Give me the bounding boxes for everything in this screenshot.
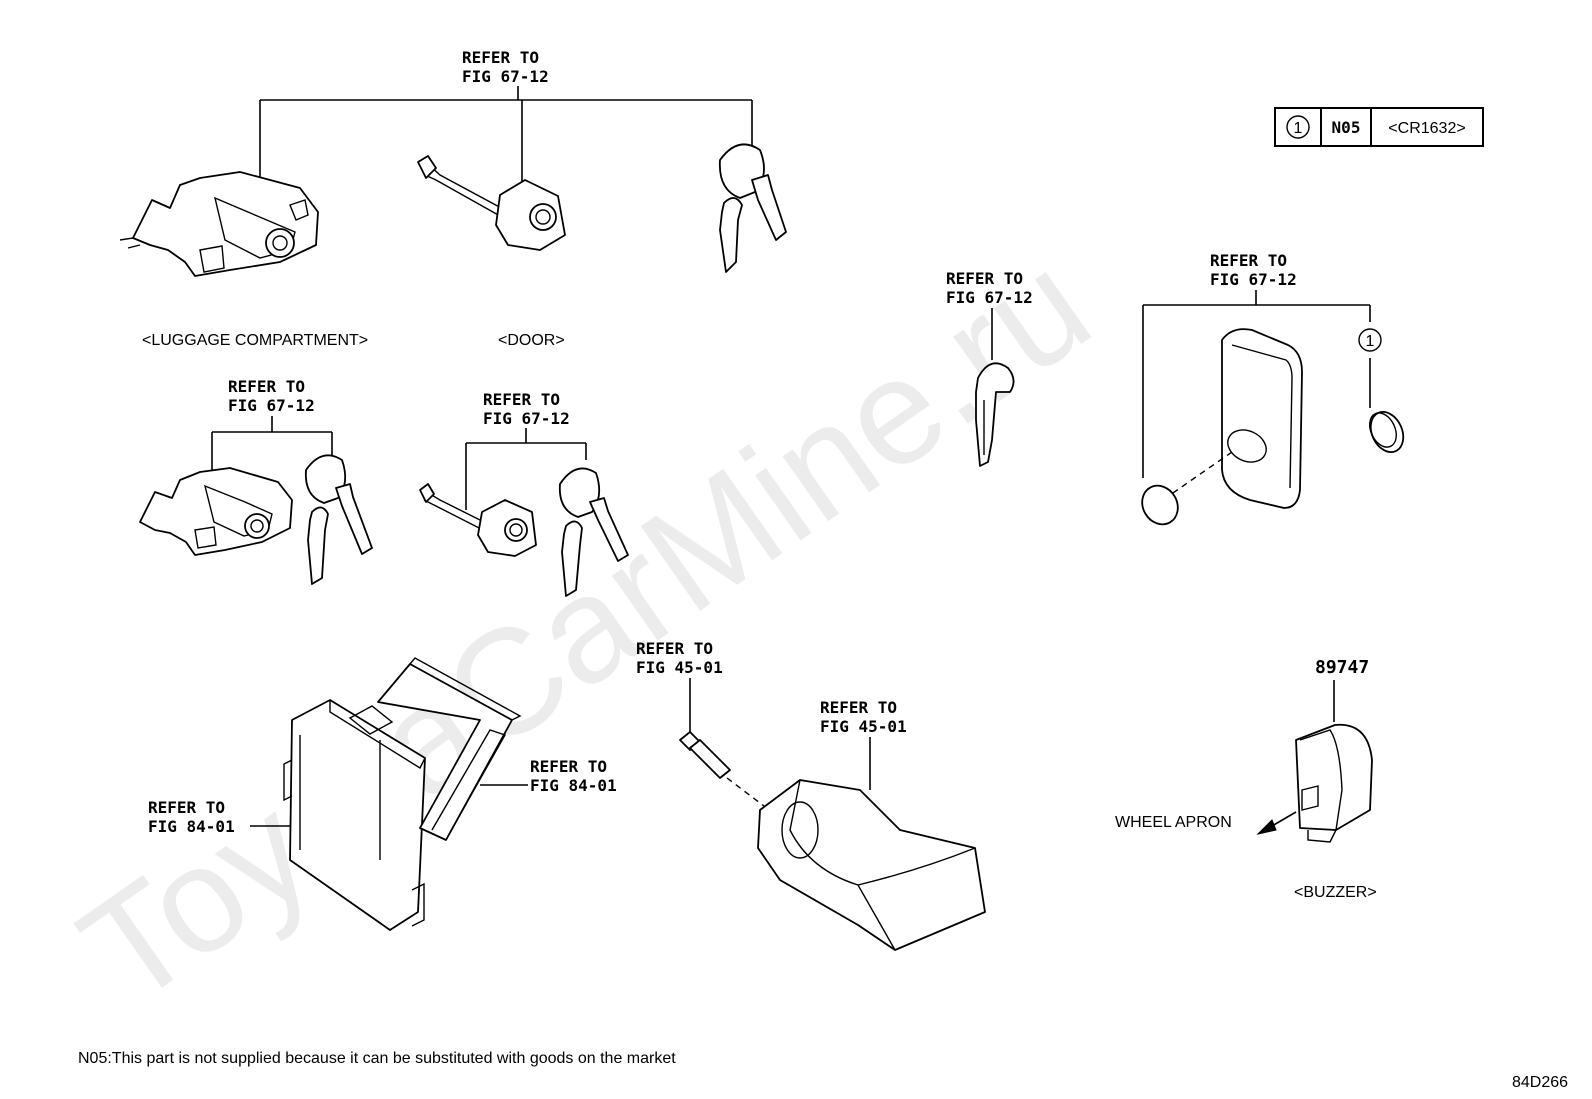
door-lock-cylinder-icon: [419, 483, 537, 557]
battery-cr1632-icon: [1369, 411, 1405, 453]
mechanical-key-icon: [975, 362, 1015, 467]
refer-label-steering: REFER TO: [820, 698, 897, 717]
battery-dashed-line: [1169, 451, 1233, 496]
refer-label-top: REFER TO: [462, 48, 539, 67]
door-caption: <DOOR>: [498, 332, 565, 349]
fig-label-luggage: FIG 67-12: [228, 396, 315, 415]
leader-luggage: [211, 416, 333, 475]
leader-top: [259, 86, 753, 185]
key-ref-circle: [1358, 328, 1382, 352]
ecu-connector-board-icon: [377, 657, 522, 841]
luggage-lock-cylinder-icon: [119, 171, 319, 277]
fig-label-ecu: FIG 84-01: [148, 817, 235, 836]
smart-key-fob-icon: [1221, 328, 1303, 509]
refer-label-luggage: REFER TO: [228, 377, 305, 396]
fig-label-top: FIG 67-12: [462, 67, 549, 86]
fig-label-smartkey: FIG 67-12: [1210, 270, 1297, 289]
refer-label-bolt: REFER TO: [636, 639, 713, 658]
fig-label-ecu2: FIG 84-01: [530, 776, 617, 795]
battery-cover-icon: [1141, 484, 1179, 526]
leader-door: [465, 428, 587, 510]
wheel-apron-arrow-icon: [1256, 811, 1297, 835]
luggage-lock-cylinder-icon: [139, 467, 293, 556]
illustration-code: 84D266: [1512, 1074, 1568, 1091]
buzzer-caption: <BUZZER>: [1294, 884, 1377, 901]
key-pair-icon: [718, 143, 787, 273]
door-lock-cylinder-icon: [417, 155, 566, 251]
buzzer-part-number: 89747: [1315, 657, 1369, 678]
legend-part: <CR1632>: [1388, 120, 1465, 137]
refer-label-ecu: REFER TO: [148, 798, 225, 817]
fig-label-steering: FIG 45-01: [820, 717, 907, 736]
leader-smartkey: [1142, 290, 1371, 478]
legend-ref-number: 1: [1294, 120, 1303, 137]
refer-label-key: REFER TO: [946, 269, 1023, 288]
refer-label-door: REFER TO: [483, 390, 560, 409]
refer-label-ecu2: REFER TO: [530, 757, 607, 776]
legend-ref-circle: [1286, 115, 1310, 139]
luggage-compartment-caption: <LUGGAGE COMPARTMENT>: [142, 332, 368, 349]
steering-lock-cover-icon: [757, 779, 986, 951]
key-ref-number: 1: [1366, 333, 1375, 350]
fig-label-door: FIG 67-12: [483, 409, 570, 428]
bolt-icon: [679, 731, 731, 779]
ecu-module-icon: [283, 699, 426, 931]
buzzer-icon: [1295, 723, 1373, 843]
legend-table: 1 N05 <CR1632>: [1274, 107, 1484, 147]
key-pair-icon: [558, 467, 629, 597]
fig-label-bolt: FIG 45-01: [636, 658, 723, 677]
refer-label-smartkey: REFER TO: [1210, 251, 1287, 270]
wheel-apron-label: WHEEL APRON: [1115, 814, 1232, 831]
legend-code: N05: [1332, 118, 1361, 137]
key-pair-icon: [304, 454, 373, 585]
footnote: N05:This part is not supplied because it…: [78, 1050, 676, 1067]
fig-label-key: FIG 67-12: [946, 288, 1033, 307]
